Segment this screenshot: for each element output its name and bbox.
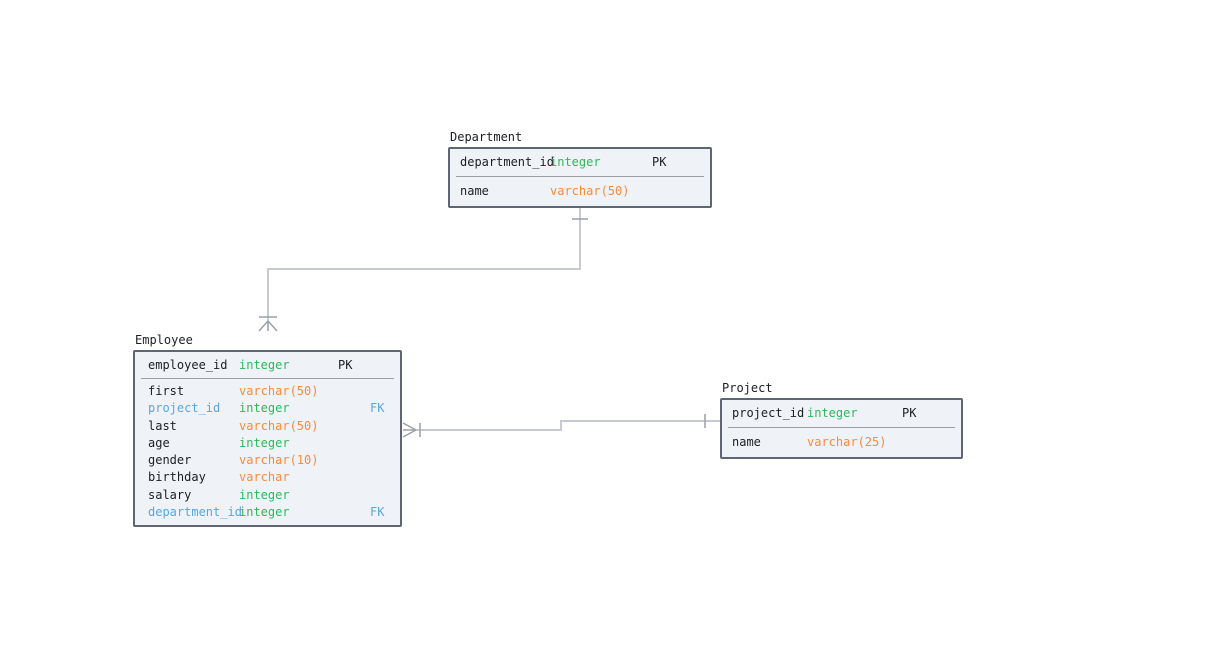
primary-key-row-container: employee_id integer PK <box>135 352 400 378</box>
column-row[interactable]: project_id integer FK <box>135 400 400 417</box>
table-title: Employee <box>135 333 193 347</box>
table-title: Department <box>450 130 523 144</box>
crow-foot-icon <box>258 320 278 332</box>
column-name: first <box>148 384 185 398</box>
row-divider <box>456 176 704 177</box>
foreign-key-badge: FK <box>370 401 385 416</box>
column-name: salary <box>148 487 192 502</box>
column-type: integer <box>239 487 290 502</box>
column-type: varchar(25) <box>807 435 887 449</box>
column-name: department_id <box>148 504 242 519</box>
column-row[interactable]: name varchar(25) <box>722 428 961 457</box>
column-row[interactable]: last varchar(50) <box>135 418 400 435</box>
column-name: employee_id <box>148 358 228 372</box>
column-row[interactable]: employee_id integer PK <box>135 352 400 378</box>
crow-foot-icon <box>402 422 417 438</box>
column-name: birthday <box>148 470 206 485</box>
column-type: integer <box>239 504 290 519</box>
column-rows-container: name varchar(25) <box>722 428 961 457</box>
column-name: last <box>148 418 177 433</box>
primary-key-badge: PK <box>652 155 667 169</box>
relationship-department-employee[interactable] <box>258 208 588 332</box>
column-rows-container: name varchar(50) <box>450 177 710 206</box>
column-name: age <box>148 435 170 450</box>
column-name: gender <box>148 453 192 467</box>
column-row[interactable]: first varchar(50) <box>135 383 400 400</box>
column-type: integer <box>807 406 858 420</box>
column-name: project_id <box>148 401 221 416</box>
column-type: varchar(10) <box>239 453 319 467</box>
column-row[interactable]: name varchar(50) <box>450 177 710 206</box>
column-row[interactable]: salary integer <box>135 487 400 504</box>
column-row[interactable]: age integer <box>135 435 400 452</box>
column-name: name <box>460 184 489 198</box>
column-type: integer <box>239 358 290 372</box>
row-divider <box>141 378 394 379</box>
row-divider <box>728 427 955 428</box>
column-type: varchar(50) <box>550 184 630 198</box>
primary-key-badge: PK <box>902 406 917 420</box>
relationship-line[interactable] <box>416 420 720 431</box>
relationship-project-employee[interactable] <box>402 414 720 438</box>
column-row[interactable]: gender varchar(10) <box>135 452 400 469</box>
column-name: name <box>732 435 761 449</box>
column-type: varchar(50) <box>239 384 319 398</box>
relationship-line[interactable] <box>267 208 581 321</box>
column-row[interactable]: birthday varchar <box>135 469 400 486</box>
column-type: integer <box>550 155 601 169</box>
column-type: integer <box>239 401 290 416</box>
column-type: integer <box>239 435 290 450</box>
column-type: varchar(50) <box>239 418 319 433</box>
foreign-key-badge: FK <box>370 504 385 519</box>
column-type: varchar <box>239 470 290 485</box>
column-name: department_id <box>460 155 554 169</box>
table-title: Project <box>722 381 773 395</box>
primary-key-badge: PK <box>338 358 353 372</box>
column-name: project_id <box>732 406 805 420</box>
